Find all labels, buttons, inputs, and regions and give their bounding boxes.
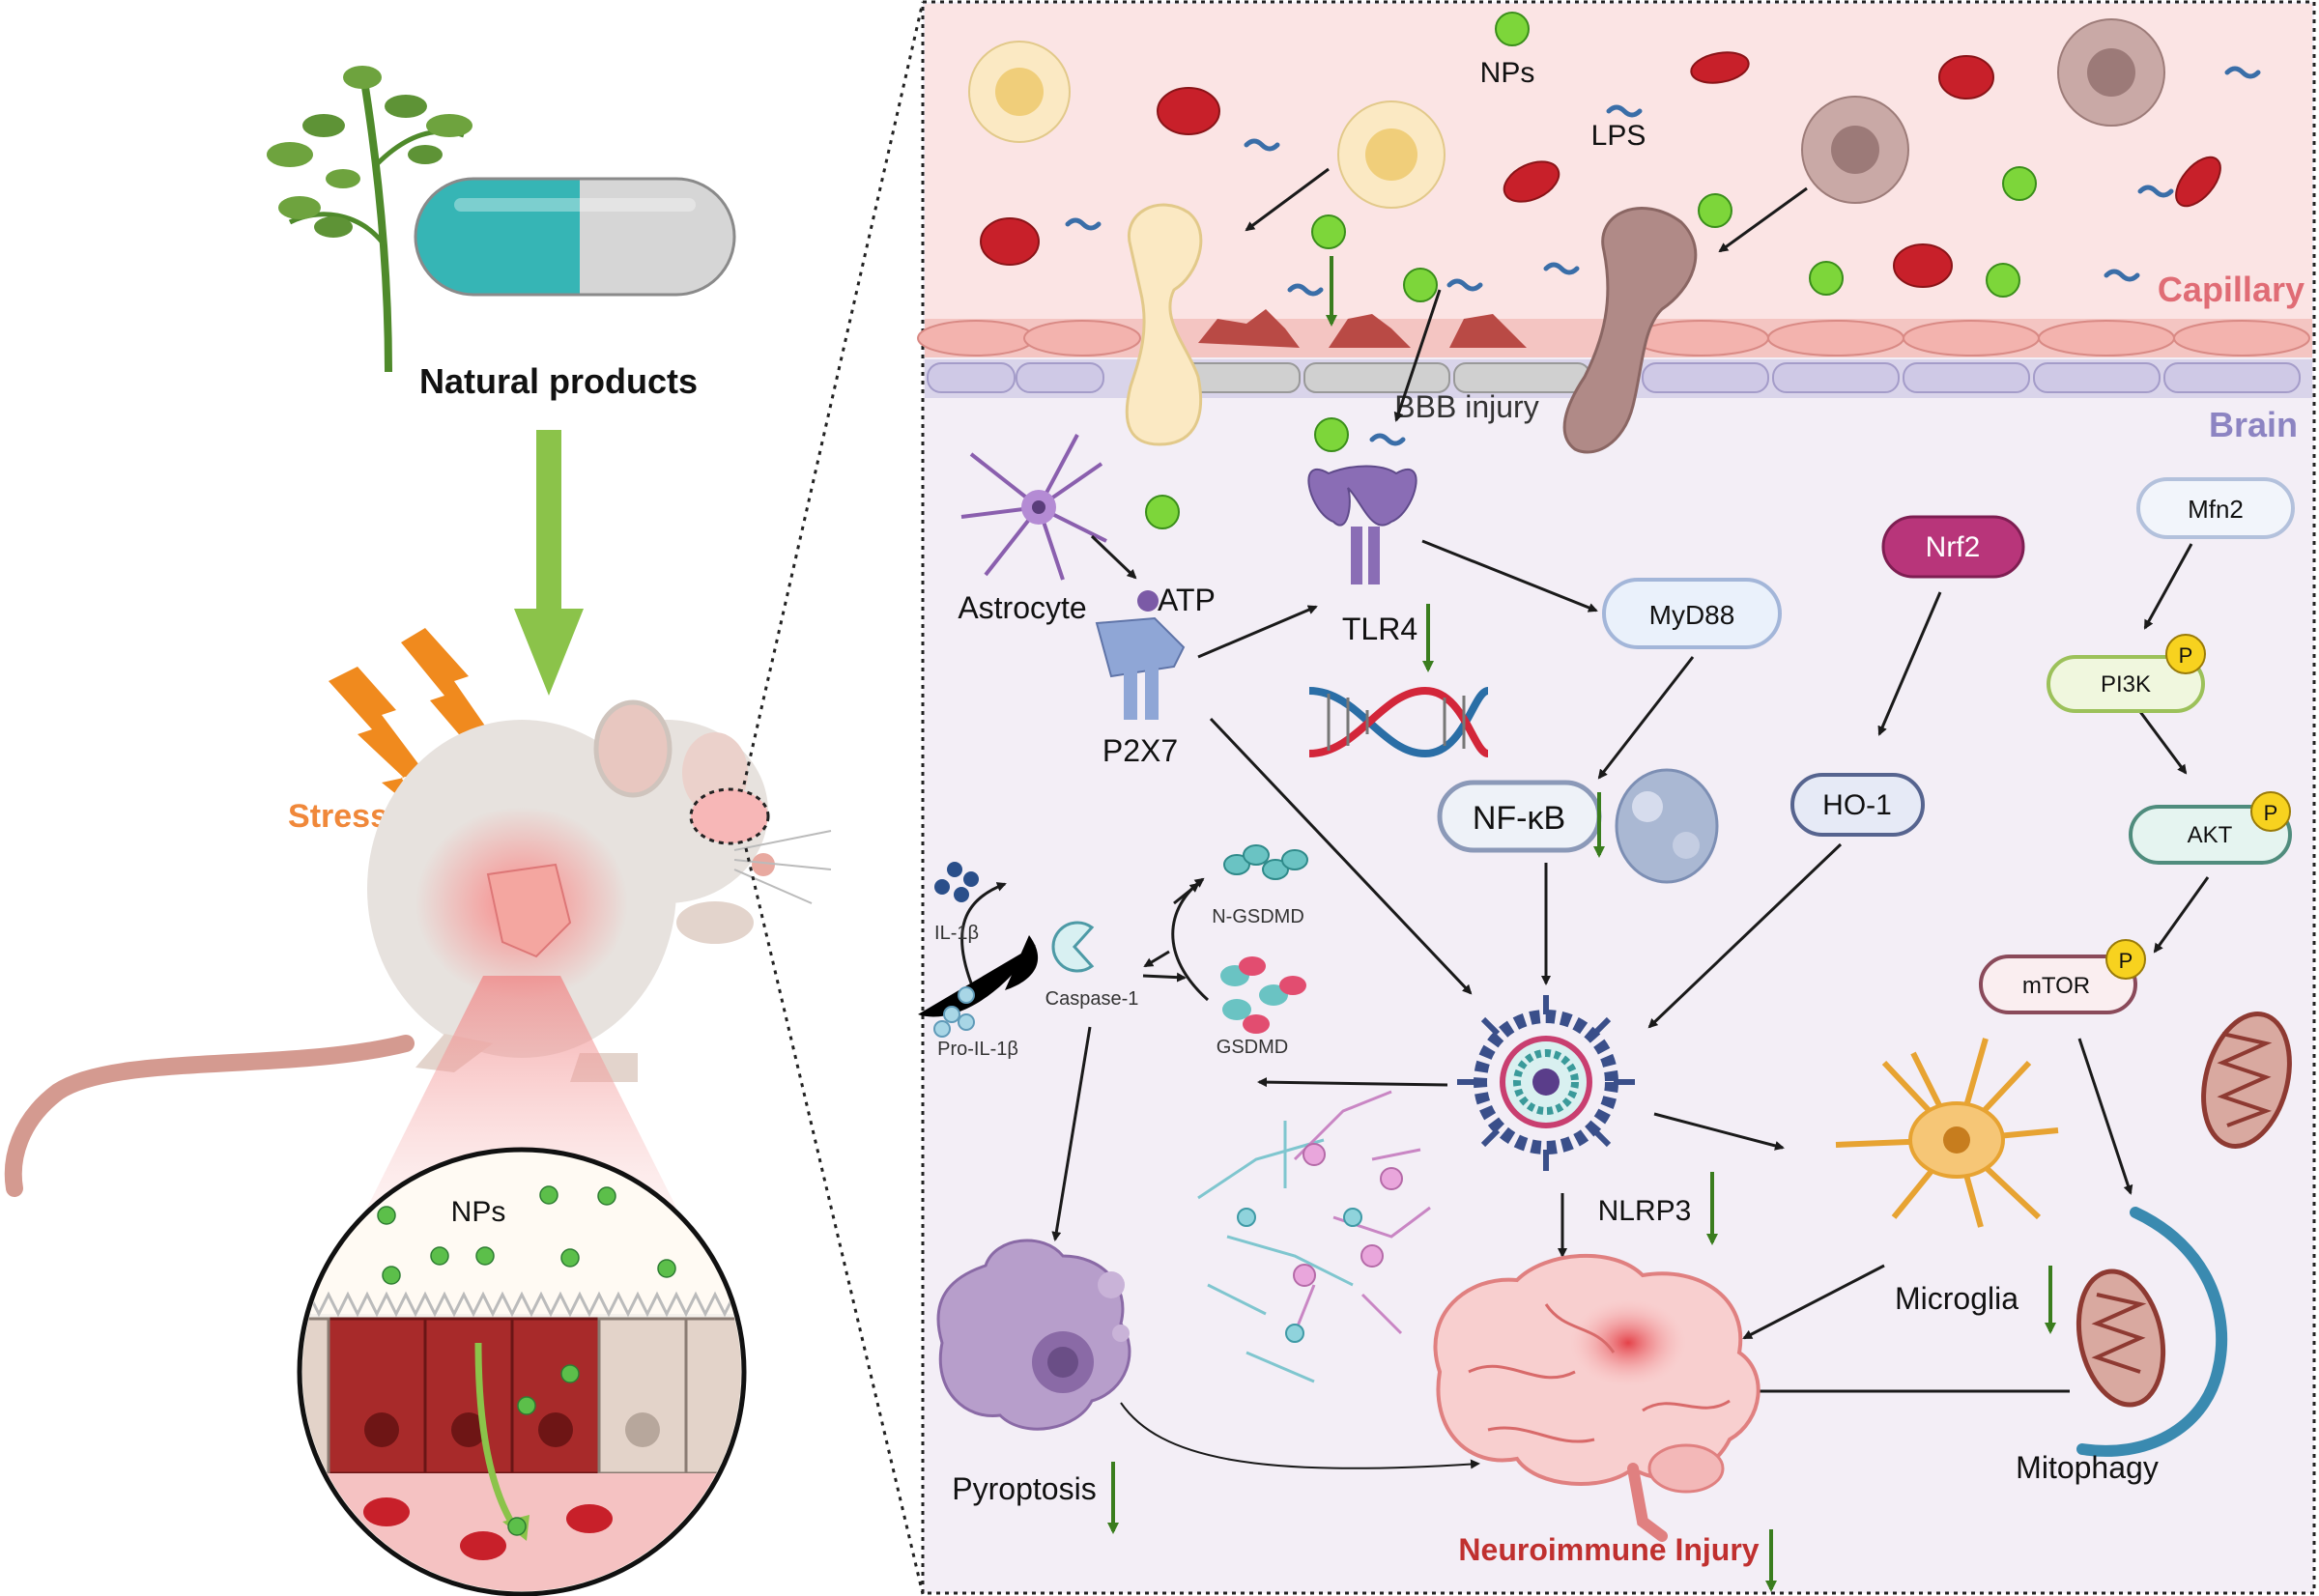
nfkb-label: NF-κB <box>1473 800 1565 837</box>
neuron-cluster-icon <box>1197 1090 1431 1383</box>
caspase1-icon <box>1051 921 1095 973</box>
akt-label: AKT <box>2188 822 2233 848</box>
right-panel: NPs LPS Capillary Brain BBB injury Astro… <box>917 0 2316 1595</box>
gsdmd-icon <box>1220 956 1306 1034</box>
phospho-label: P <box>2119 949 2133 973</box>
tlr4-receptor-icon <box>1307 465 1417 584</box>
myd88-node: MyD88 <box>1602 578 1782 649</box>
p2x7-label: P2X7 <box>1102 733 1178 768</box>
nlrp3-label: NLRP3 <box>1598 1195 1692 1227</box>
brain-label: Brain <box>2209 405 2298 444</box>
akt-node: AKT P <box>2129 791 2292 865</box>
natural-products-label: Natural products <box>419 361 698 401</box>
il1b-icon <box>934 862 979 902</box>
bbb-injury-label: BBB injury <box>1394 389 1538 424</box>
lps-label: LPS <box>1591 120 1646 152</box>
blood-cells <box>968 18 2221 454</box>
pyroptotic-cell-icon <box>936 1239 1131 1431</box>
pi3k-label: PI3K <box>2101 671 2151 698</box>
nps-particles <box>1145 12 2037 529</box>
phospho-badge-icon <box>2165 634 2206 674</box>
pro-il1b-label: Pro-IL-1β <box>937 1039 1018 1060</box>
pathway-arrows <box>1051 539 2210 1340</box>
caspase1-label: Caspase-1 <box>1045 988 1139 1010</box>
pi3k-node: PI3K P <box>2047 634 2206 713</box>
phospho-badge-icon <box>2105 939 2146 980</box>
lightning-icon <box>329 628 527 841</box>
plant-icon <box>267 66 472 373</box>
nlrp3-inflammasome-icon <box>1457 995 1635 1171</box>
nrf2-label: Nrf2 <box>1926 531 1981 563</box>
pyroptosis-label: Pyroptosis <box>952 1471 1096 1506</box>
capillary-arrows <box>1245 167 1808 422</box>
neuroimmune-injury-label: Neuroimmune Injury <box>1458 1532 1759 1567</box>
ho1-node: HO-1 <box>1790 773 1925 837</box>
ho1-label: HO-1 <box>1822 789 1892 821</box>
nf-kb-protein-icon <box>1615 768 1719 884</box>
phospho-label: P <box>2179 643 2193 668</box>
il1b-label: IL-1β <box>934 923 979 944</box>
nfkb-node: NF-κB <box>1437 780 1602 853</box>
n-gsdmd-icon <box>1223 844 1308 880</box>
dna-icon <box>1308 686 1490 758</box>
astrocyte-label: Astrocyte <box>958 590 1086 625</box>
mitophagy-label: Mitophagy <box>2016 1450 2159 1485</box>
inset-nps-label: NPs <box>451 1196 506 1228</box>
microglia-label: Microglia <box>1895 1281 2018 1316</box>
mitophagy-icon <box>2076 1207 2228 1457</box>
n-gsdmd-label: N-GSDMD <box>1212 906 1304 927</box>
gsdmd-label: GSDMD <box>1217 1037 1288 1058</box>
mouse-icon <box>4 699 832 1208</box>
intestine-inset: NPs <box>297 1147 747 1596</box>
mitochondrion-icon <box>2201 1012 2292 1149</box>
phospho-badge-icon <box>2250 791 2291 832</box>
myd88-label: MyD88 <box>1649 600 1735 630</box>
astrocyte-icon <box>960 434 1107 581</box>
brain-icon <box>1433 1253 1761 1542</box>
pro-il1b-icon <box>933 986 975 1038</box>
phospho-label: P <box>2264 801 2278 825</box>
mtor-node: mTOR P <box>1979 939 2146 1014</box>
p2x7-receptor-icon <box>1095 616 1186 720</box>
tlr4-label: TLR4 <box>1342 612 1417 646</box>
mtor-label: mTOR <box>2022 973 2090 999</box>
lps-particles <box>1065 66 2261 446</box>
stress-label: Stress <box>288 798 388 835</box>
nrf2-node: Nrf2 <box>1881 515 2025 579</box>
microglia-icon <box>1835 1038 2059 1228</box>
atp-label: ATP <box>1158 583 1216 617</box>
capsule-icon <box>414 177 736 297</box>
mfn2-node: Mfn2 <box>2136 477 2295 539</box>
green-down-arrow <box>514 430 584 696</box>
left-panel: Natural products Stress <box>4 1 925 1596</box>
mfn2-label: Mfn2 <box>2188 495 2244 524</box>
capillary-label: Capillary <box>2158 270 2305 309</box>
nps-label: NPs <box>1480 57 1535 89</box>
